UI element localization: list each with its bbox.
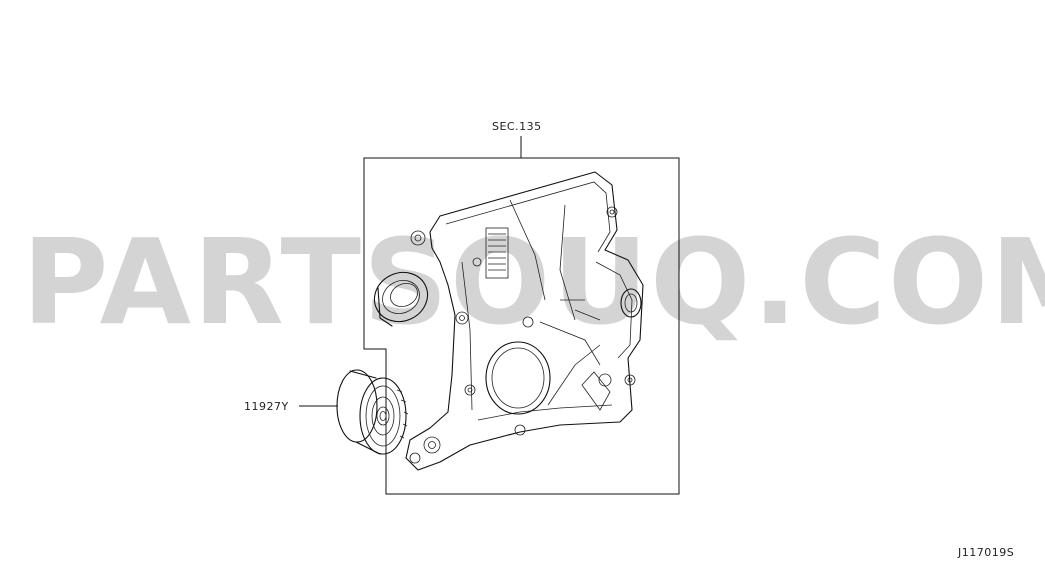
- watermark-text: PARTSOUQ.COM: [22, 213, 1045, 351]
- diagram-id: J117019S: [957, 546, 1014, 559]
- timing-cover-illustration: [405, 171, 644, 471]
- section-frame: [363, 157, 680, 495]
- section-label: SEC.135: [492, 120, 542, 133]
- part-label: 11927Y: [244, 400, 289, 413]
- idler-pulley-illustration: [336, 369, 409, 455]
- front-oil-seal-illustration: [373, 271, 429, 327]
